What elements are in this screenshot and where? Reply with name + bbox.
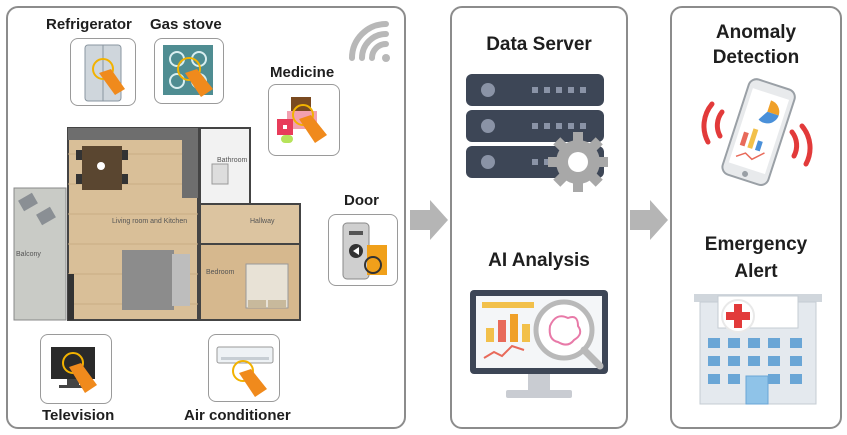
hallway-area [199,203,301,245]
television-callout [40,334,112,404]
television-label: Television [42,407,115,424]
rug [122,250,174,310]
room-label-hallway: Hallway [250,218,275,225]
medicine-label: Medicine [270,64,335,81]
anomaly-detection-label-line2: Detection [712,47,800,68]
air-conditioner-callout [208,334,280,402]
refrigerator-label: Refrigerator [46,16,132,33]
gear-icon [548,132,608,192]
hospital-icon [694,294,822,405]
room-label-bedroom: Bedroom [206,269,235,276]
gas-stove-callout [154,38,224,104]
ai-monitor-icon [470,290,608,398]
gas-stove-icon [163,45,213,97]
air-conditioner-label: Air conditioner [184,407,291,424]
flow-arrow-2 [630,200,668,240]
room-label-living-kitchen: Living room and Kitchen [112,218,187,225]
television-icon [51,347,97,393]
medicine-icon [277,97,327,143]
balcony-area [13,187,67,321]
door-callout [328,214,398,286]
floor-plan: Balcony Living room and Kitchen Bathroom… [13,127,301,321]
gas-stove-label: Gas stove [150,16,222,33]
door-label: Door [344,192,379,209]
anomaly-detection-label-line1: Anomaly [715,22,797,43]
emergency-alert-label-line1: Emergency [704,234,808,255]
medicine-callout [268,84,340,156]
refrigerator-callout [70,38,136,106]
server-rack-icon [466,74,608,192]
room-label-balcony: Balcony [16,251,41,258]
air-conditioner-icon [216,346,274,397]
data-server-label: Data Server [486,34,592,55]
sofa [172,254,190,306]
refrigerator-icon [84,44,125,102]
door-lock-icon [342,222,387,280]
wifi-icon [349,21,390,62]
room-label-bathroom: Bathroom [217,157,248,164]
phone-alert-icon [701,78,813,186]
ai-analysis-label: AI Analysis [488,250,590,271]
flow-arrow-1 [410,200,448,240]
emergency-alert-label-line2: Alert [734,261,778,282]
